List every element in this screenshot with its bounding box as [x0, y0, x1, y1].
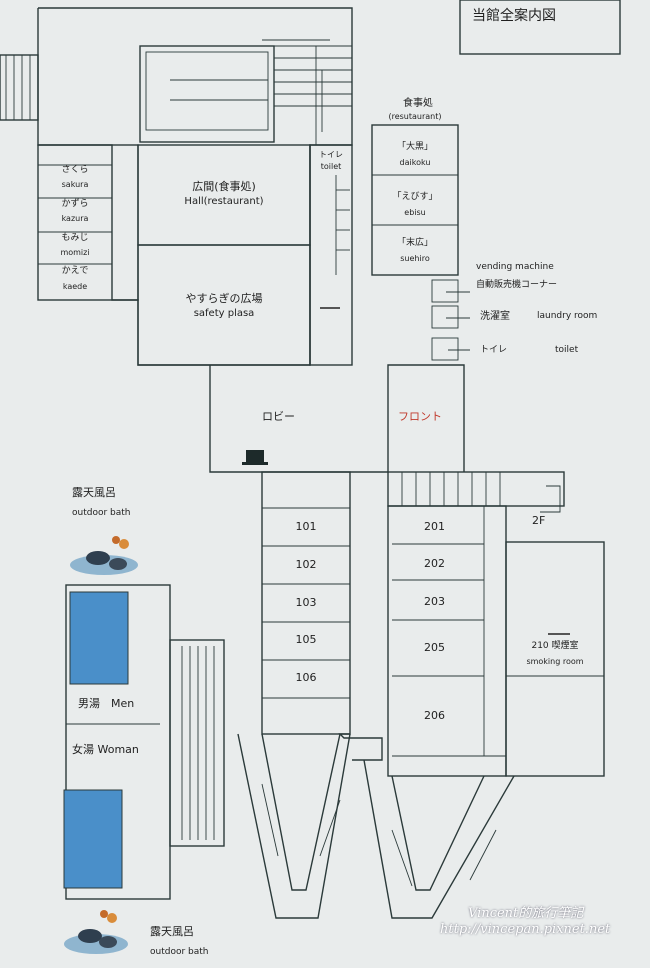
room-number: 201 — [424, 520, 445, 533]
toilet-right-label-jp: トイレ — [480, 345, 508, 355]
room-number: 103 — [295, 596, 317, 609]
toilet-label-jp: トイレ — [319, 150, 343, 159]
watermark-line2: http://vincepan.pixnet.net — [440, 922, 611, 937]
womens-bath-label: 女湯 Woman — [72, 743, 139, 756]
guest-room-en: kazura — [61, 214, 89, 223]
outdoor-bath-bottom-en: outdoor bath — [150, 947, 209, 957]
laundry-label-jp: 洗濯室 — [480, 311, 510, 322]
map-title: 当館全案内図 — [472, 8, 556, 24]
lobby-label: ロビー — [262, 410, 295, 423]
outdoor-bath-top-en: outdoor bath — [72, 508, 131, 518]
restaurant-room-en: suehiro — [400, 254, 430, 263]
guest-room-en: kaede — [62, 282, 88, 291]
outdoor-bath-bottom-jp: 露天風呂 — [150, 925, 194, 938]
room-number: 106 — [295, 671, 317, 684]
restaurant-room-en: daikoku — [399, 158, 431, 167]
plaza-label-en: safety plasa — [193, 308, 255, 319]
plaza-label-jp: やすらぎの広場 — [185, 292, 263, 305]
restaurant-area-label-jp: 食事処 — [403, 98, 433, 109]
smoking-room-label-jp: 210 喫煙室 — [531, 641, 579, 651]
smoking-room-label-en: smoking room — [526, 657, 584, 666]
restaurant-room-jp: 「えびす」 — [392, 192, 438, 202]
room-number: 102 — [295, 558, 317, 571]
watermark-line1: Vincent的旅行筆記 — [468, 906, 584, 921]
outdoor-bath-top-jp: 露天風呂 — [72, 486, 116, 499]
mens-bath-label: 男湯 Men — [78, 697, 135, 710]
guest-room-jp: さくら — [61, 165, 89, 175]
restaurant-area-label-en: (resutaurant) — [388, 112, 442, 121]
vending-label-jp: 自動販売機コーナー — [476, 280, 558, 290]
laundry-label-en: laundry room — [537, 311, 598, 321]
room-number: 205 — [424, 641, 445, 654]
hall-label-jp: 広間(食事処) — [192, 180, 256, 193]
room-number: 105 — [295, 633, 317, 646]
guest-room-jp: かずら — [61, 199, 89, 209]
toilet-right-label-en: toilet — [555, 345, 579, 355]
vending-label-en: vending machine — [476, 262, 554, 272]
room-number: 101 — [295, 520, 317, 533]
hall-label-en: Hall(restaurant) — [184, 196, 264, 207]
room-number: 202 — [424, 557, 445, 570]
guest-room-en: momizi — [60, 248, 90, 257]
front-desk-label: フロント — [398, 410, 442, 423]
room-number: 206 — [424, 709, 445, 722]
toilet-label-en: toilet — [320, 162, 342, 171]
restaurant-room-jp: 「大黒」 — [396, 142, 433, 152]
restaurant-room-jp: 「末広」 — [396, 238, 433, 248]
guest-room-jp: もみじ — [61, 233, 89, 243]
guest-room-en: sakura — [61, 180, 89, 189]
floor-2f-label: 2F — [532, 514, 546, 527]
room-number: 203 — [424, 595, 445, 608]
restaurant-room-en: ebisu — [404, 208, 426, 217]
guest-room-jp: かえで — [61, 266, 89, 276]
